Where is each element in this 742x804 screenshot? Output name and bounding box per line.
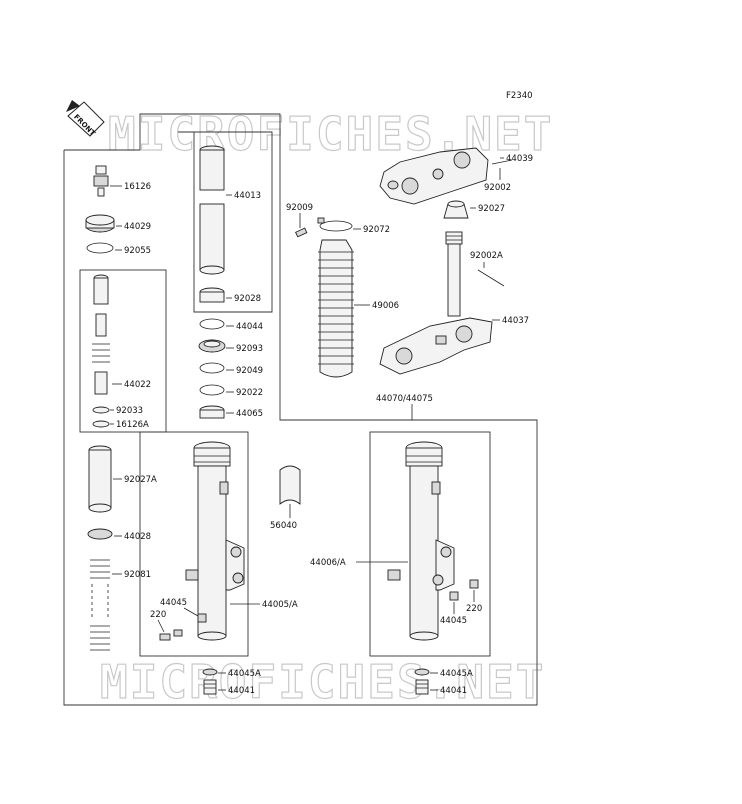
label-44022: 44022 — [124, 380, 151, 390]
part-56040-drawing — [279, 465, 301, 505]
part-44029-drawing — [85, 214, 115, 233]
box-44013 — [178, 131, 273, 313]
part-92027-drawing — [443, 200, 469, 219]
part-44065-drawing — [199, 405, 225, 419]
label-16126: 16126 — [124, 182, 151, 192]
front-arrow-icon: FRONT — [66, 100, 105, 138]
label-44041-left: 44041 — [228, 686, 255, 696]
part-92022-drawing — [199, 384, 225, 396]
label-44045-left: 44045 — [160, 598, 187, 608]
label-44044: 44044 — [236, 322, 263, 332]
label-44005A: 44005/A — [262, 600, 298, 610]
label-220-right: 220 — [466, 604, 482, 614]
label-44029: 44029 — [124, 222, 151, 232]
part-92002A-drawing — [477, 269, 505, 287]
label-92022: 92022 — [236, 388, 263, 398]
label-92072: 92072 — [363, 225, 390, 235]
label-44045-right: 44045 — [440, 616, 467, 626]
box-44022 — [79, 269, 167, 433]
part-220-left-drawing — [159, 629, 183, 641]
label-92002: 92002 — [484, 183, 511, 193]
part-92027A-drawing — [88, 445, 112, 513]
part-44045A-right-drawing — [414, 668, 430, 676]
label-44065: 44065 — [236, 409, 263, 419]
label-220-left: 220 — [150, 610, 166, 620]
part-92009-drawing — [295, 227, 308, 238]
part-44028-drawing — [87, 528, 113, 540]
label-92009: 92009 — [286, 203, 313, 213]
part-44041-right-drawing — [415, 679, 429, 695]
label-92027A: 92027A — [124, 475, 157, 485]
label-92049: 92049 — [236, 366, 263, 376]
label-56040: 56040 — [270, 521, 297, 531]
part-44045-left-drawing — [197, 613, 207, 623]
part-44022-drawing — [92, 274, 110, 428]
label-44039: 44039 — [506, 154, 533, 164]
label-44006A: 44006/A — [310, 558, 346, 568]
label-44070-44075: 44070/44075 — [376, 394, 433, 404]
label-92028: 92028 — [234, 294, 261, 304]
label-92055: 92055 — [124, 246, 151, 256]
label-92002A: 92002A — [470, 251, 503, 261]
part-44037-drawing — [379, 231, 493, 375]
part-44045-right-drawing — [449, 591, 459, 601]
part-44006A-drawing — [387, 441, 455, 641]
box-44006A — [369, 431, 491, 657]
part-44045A-left-drawing — [202, 668, 218, 676]
part-49006-drawing — [318, 239, 354, 378]
label-44045A-left: 44045A — [228, 669, 261, 679]
part-44039-drawing — [379, 147, 489, 205]
part-44013-drawing — [199, 145, 225, 275]
part-44005A-drawing — [185, 441, 245, 641]
label-44037: 44037 — [502, 316, 529, 326]
box-44005A — [139, 431, 249, 657]
label-44045A-right: 44045A — [440, 669, 473, 679]
label-44028: 44028 — [124, 532, 151, 542]
label-16126A: 16126A — [116, 420, 149, 430]
label-49006: 49006 — [372, 301, 399, 311]
label-92027: 92027 — [478, 204, 505, 214]
part-92028-drawing — [199, 287, 225, 303]
part-92049-drawing — [199, 362, 225, 374]
part-92002-drawing — [491, 159, 513, 165]
part-92055-drawing — [86, 242, 114, 254]
label-92081: 92081 — [124, 570, 151, 580]
part-220-right-drawing — [469, 579, 479, 589]
part-92072-drawing — [317, 217, 353, 232]
part-16126-drawing — [93, 165, 109, 197]
label-92033: 92033 — [116, 406, 143, 416]
part-44041-left-drawing — [203, 679, 217, 695]
part-92081-drawing — [90, 559, 110, 651]
part-92093-drawing — [198, 339, 226, 353]
assembly-outline — [63, 113, 538, 706]
label-44013: 44013 — [234, 191, 261, 201]
label-92093: 92093 — [236, 344, 263, 354]
watermark-top: MICROFICHES.NET — [108, 107, 553, 161]
figure-code: F2340 — [506, 91, 533, 101]
label-44041-right: 44041 — [440, 686, 467, 696]
watermark-bottom: MICROFICHES.NET — [100, 655, 545, 709]
part-44044-drawing — [199, 318, 225, 330]
